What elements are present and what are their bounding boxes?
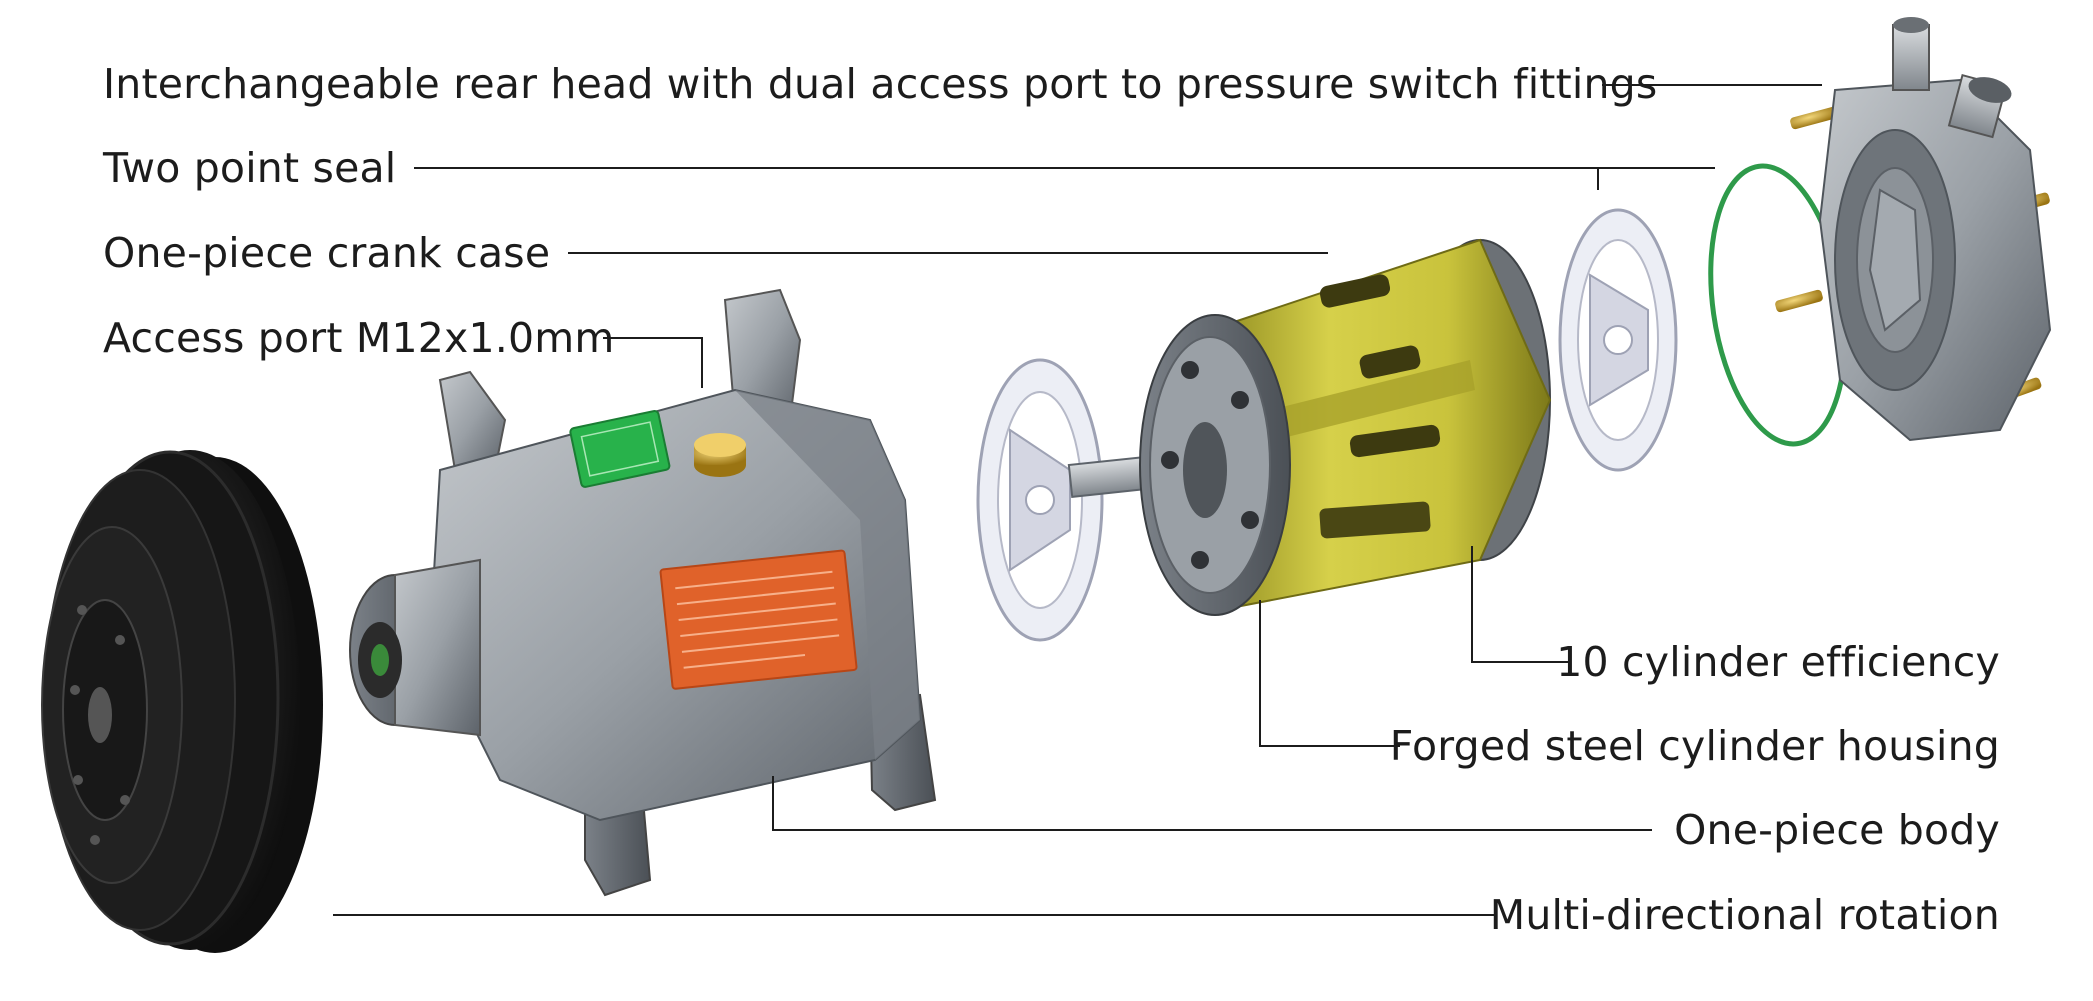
callout-cylinder-efficiency: 10 cylinder efficiency: [1556, 638, 2000, 686]
rear-head: [1775, 17, 2052, 442]
callout-cylinder-housing: Forged steel cylinder housing: [1389, 722, 2000, 770]
leader-cylinder-efficiency: [1471, 546, 1568, 663]
compressor-body: [349, 288, 937, 897]
callout-body: One-piece body: [1674, 806, 2000, 854]
leader-access-port: [603, 337, 703, 388]
cylinder-block: [1139, 238, 1552, 616]
callout-two-point-seal: Two point seal: [103, 144, 397, 192]
leader-lines: [333, 84, 1822, 916]
clutch-pulley: [41, 450, 323, 953]
callout-rotation: Multi-directional rotation: [1489, 891, 2000, 939]
leader-body: [772, 776, 1652, 831]
rear-gasket: [1558, 208, 1678, 472]
front-gasket: [976, 358, 1104, 642]
callout-crank-case: One-piece crank case: [103, 229, 551, 277]
callout-rear-head: Interchangeable rear head with dual acce…: [103, 60, 1658, 108]
callout-access-port: Access port M12x1.0mm: [103, 314, 615, 362]
leader-cylinder-housing: [1259, 600, 1400, 747]
